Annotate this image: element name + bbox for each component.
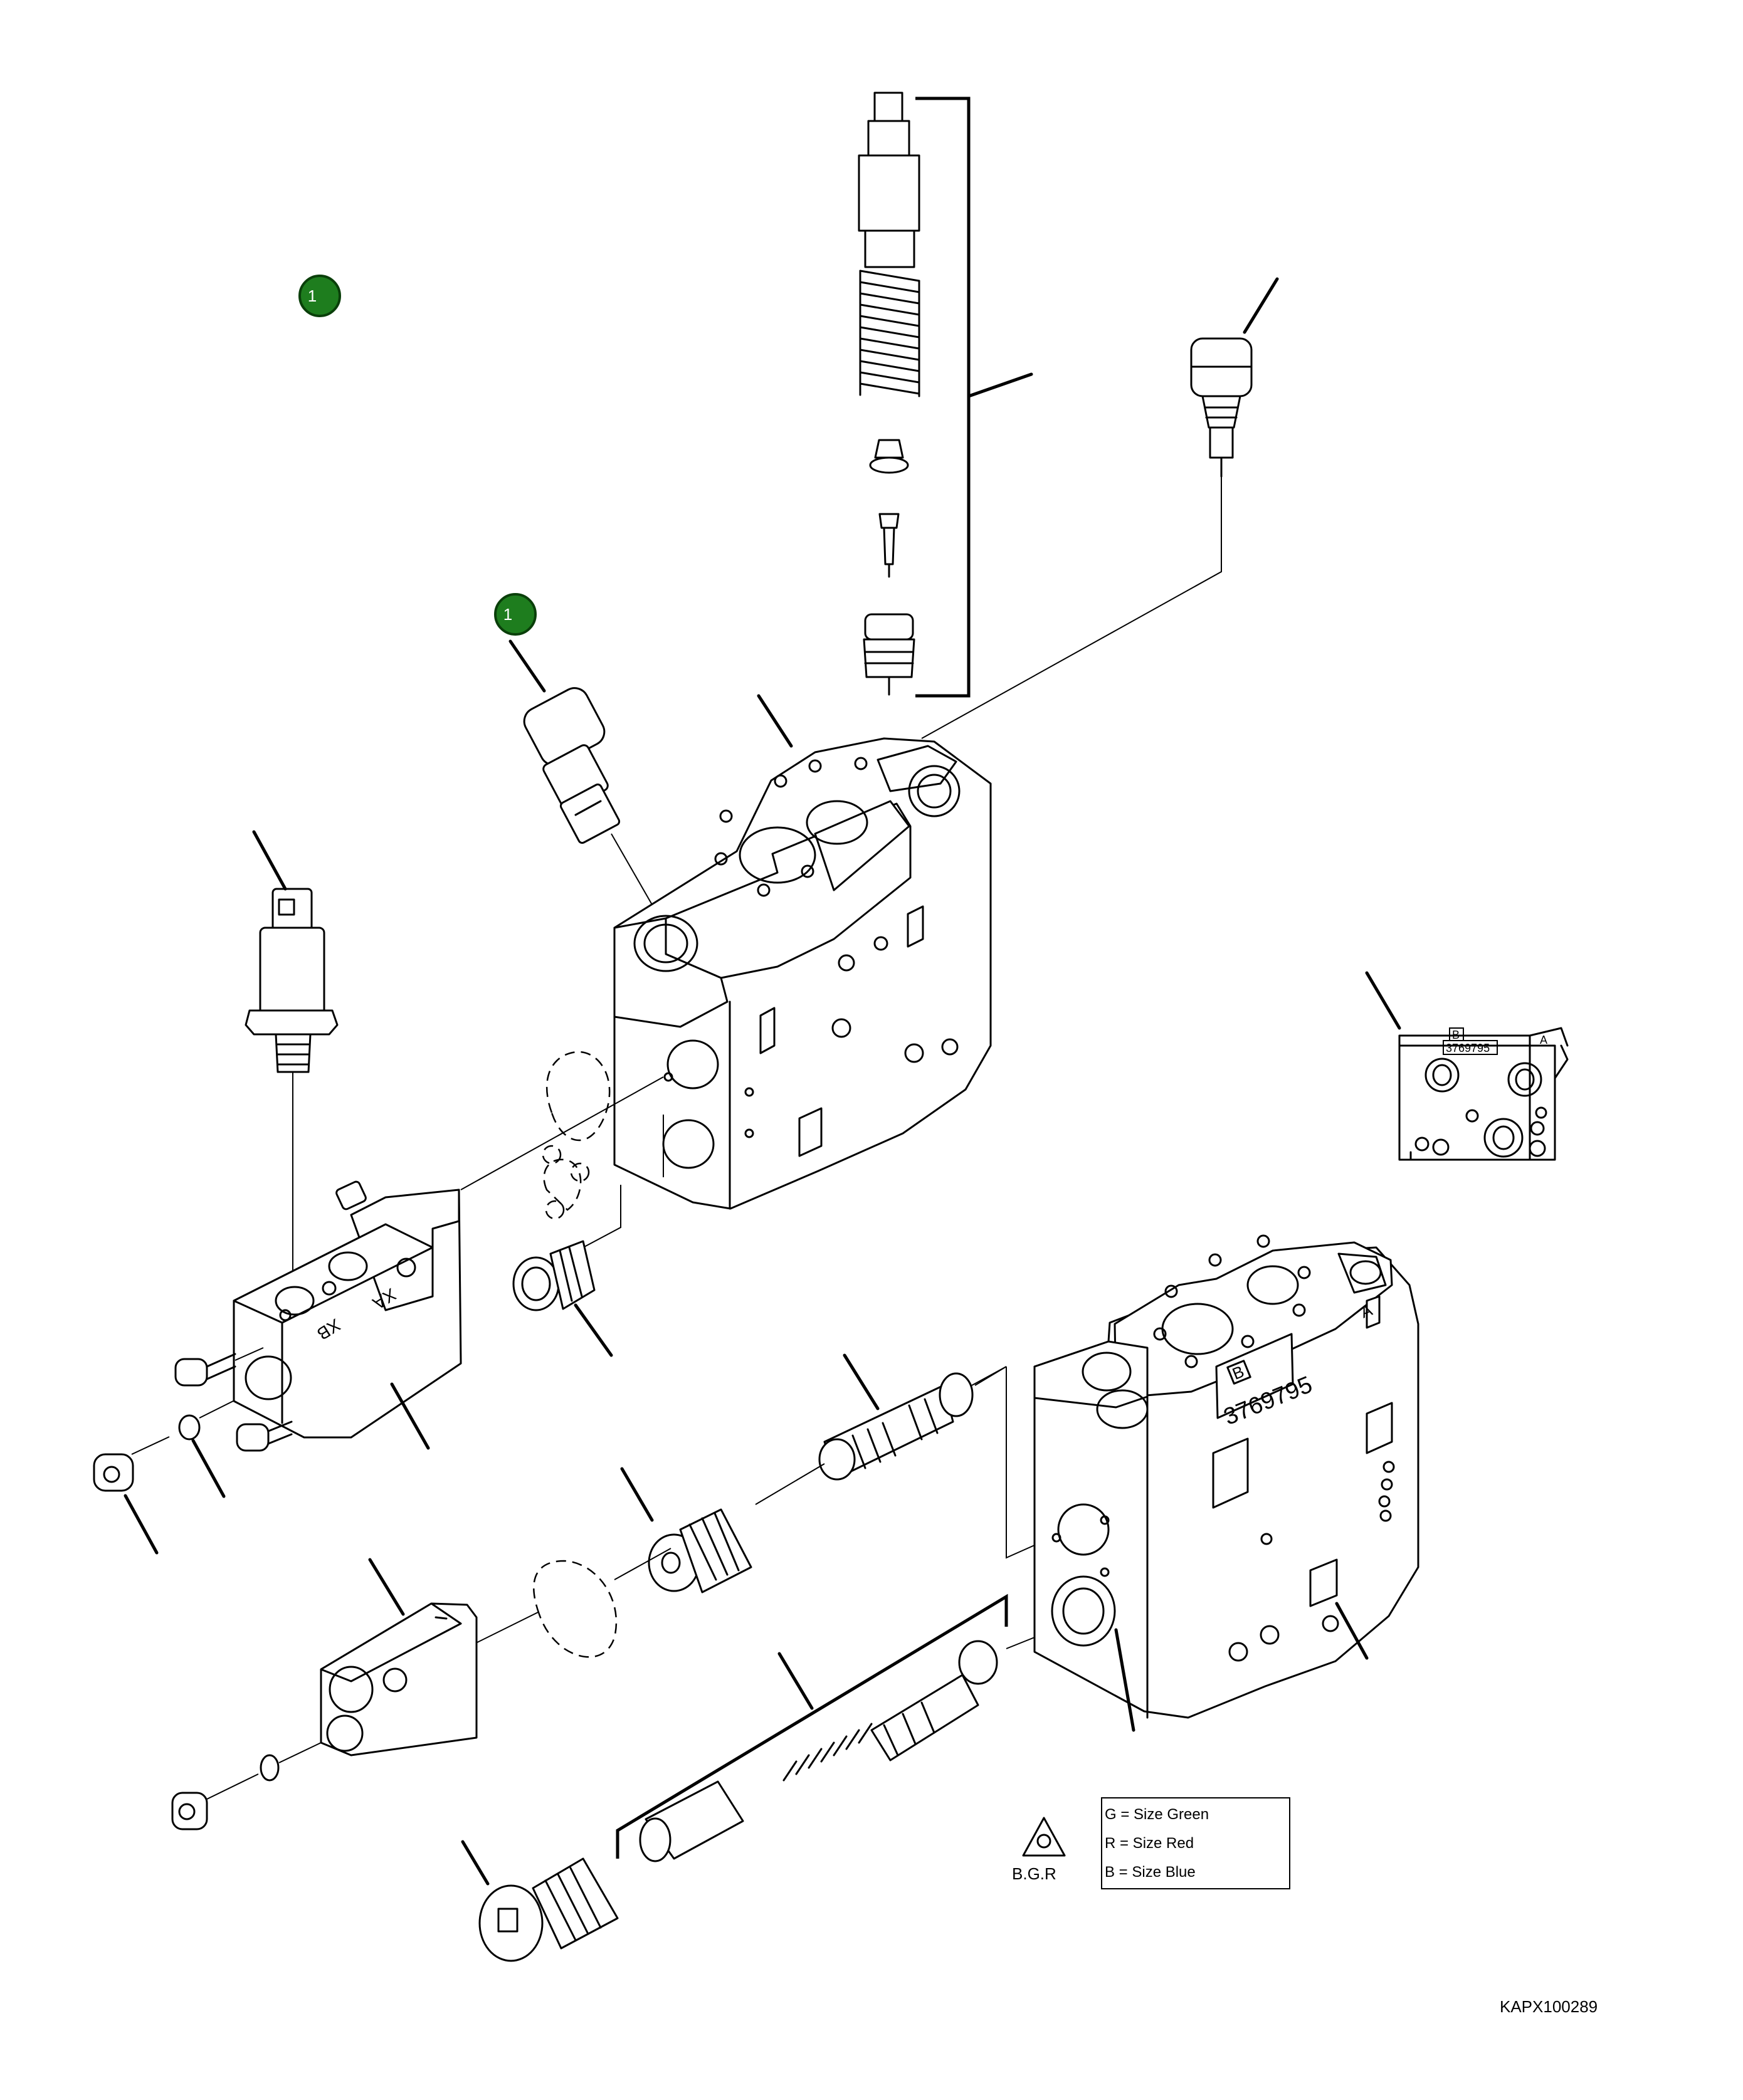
lower-valve-spring [782,1723,873,1782]
legend-line-green: G = Size Green [1105,1806,1209,1823]
callout-plug [523,687,665,927]
lower-manifold-axis [974,1366,1035,1649]
small-plug-left [93,1453,134,1492]
leader-lower-valve [461,1840,490,1886]
leader-inset [1365,971,1401,1030]
leader-lower-manifold-bottom [1114,1628,1135,1732]
leader-relief-valve [967,372,1033,398]
solenoid-block [233,1180,462,1439]
top-right-plug [1190,337,1253,478]
relief-valve-bracket [915,97,971,698]
spool [755,1366,1007,1505]
callout-1-upper-left[interactable]: 1 [298,275,341,317]
bottom-plug-axis [206,1742,322,1800]
leader-upper-manifold [757,694,793,748]
gasket-upper-axis [460,1076,664,1248]
legend-line-blue: B = Size Blue [1105,1864,1196,1881]
cap-screw-upper [174,1353,236,1387]
cap-screw-axis [131,1347,264,1455]
leader-lower-manifold-right [1335,1602,1369,1660]
relief-valve-assembly [858,92,920,696]
solenoid-valve [245,888,339,1290]
leader-solenoid-block [390,1382,430,1450]
callout-1-plug[interactable]: 1 [494,593,537,636]
lower-valve-bracket [616,1593,1008,1859]
inset-detail [1398,1027,1569,1161]
leader-spring-retainer [620,1467,654,1522]
leader-end-cover [368,1558,405,1616]
spring-retainer [648,1508,752,1593]
cap-screw-lower [236,1420,293,1452]
o-ring-left [178,1414,201,1441]
upper-lower-plug [512,1240,596,1311]
gasket-upper [542,1051,611,1220]
lower-manifold-body [1033,1234,1419,1719]
o-ring-bottom [260,1754,280,1782]
top-right-plug-axis [921,476,1222,739]
end-cover [320,1602,478,1756]
legend-box [1101,1797,1290,1889]
legend-symbol-label: B.G.R [1012,1864,1056,1883]
gasket-lower [533,1560,618,1658]
lower-valve-assembly [478,1640,998,1962]
small-plug-bottom [171,1792,208,1830]
leader-callout-plug [508,639,546,693]
upper-manifold-body [613,737,992,1210]
leader-o-ring-left [191,1439,226,1498]
drawing-id: KAPX100289 [1500,1997,1598,2016]
leader-upper-lower-plug [574,1303,613,1357]
inset-part-number: 3769795 [1446,1042,1490,1054]
legend-line-red: R = Size Red [1105,1835,1194,1852]
leader-spool [843,1353,880,1410]
warning-triangle-icon [1022,1817,1066,1857]
relief-valve-spring [859,270,920,397]
inset-letter-a: A [1540,1034,1547,1046]
leader-top-right-plug [1243,277,1279,334]
leader-lower-valve-bracket [777,1652,814,1710]
leader-small-plug [124,1494,159,1555]
inset-letter-b: B [1452,1029,1460,1041]
size-legend: B.G.R G = Size Green R = Size Red B = Si… [1012,1797,1290,1889]
leader-solenoid [252,830,287,891]
